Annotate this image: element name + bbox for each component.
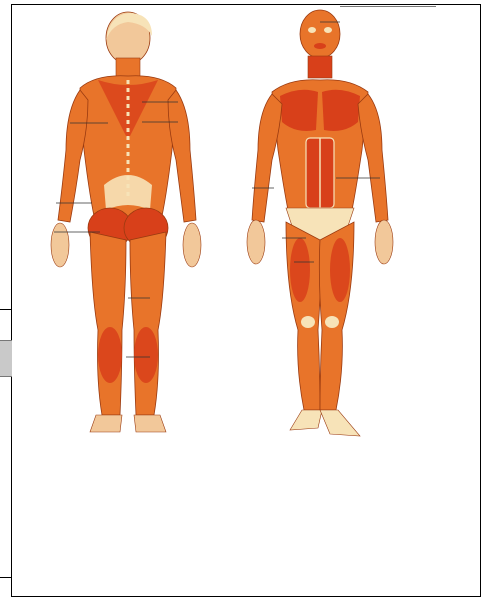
right-pectoral [322, 90, 360, 131]
left-knee [301, 316, 315, 328]
right-knee [325, 316, 339, 328]
front-right-hand [375, 220, 393, 264]
back-left-leg [90, 232, 126, 415]
front-view-figure [247, 10, 393, 436]
left-quadriceps [290, 238, 310, 302]
front-left-foot [290, 410, 322, 430]
front-right-foot [320, 410, 360, 436]
right-quadriceps [330, 238, 350, 302]
mouth [314, 43, 326, 49]
right-calf [134, 327, 158, 383]
back-right-foot [134, 415, 166, 432]
back-right-leg [130, 232, 166, 415]
back-left-arm [58, 90, 88, 222]
back-right-hand [183, 223, 201, 267]
front-neck [308, 56, 332, 78]
back-left-foot [90, 415, 122, 432]
right-eye [324, 27, 332, 33]
front-left-arm [252, 94, 282, 222]
left-eye [308, 27, 316, 33]
back-neck [116, 58, 140, 78]
back-view-figure [51, 12, 201, 432]
back-left-hand [51, 223, 69, 267]
front-left-hand [247, 220, 265, 264]
front-head [300, 10, 340, 58]
left-pectoral [280, 90, 318, 131]
front-right-arm [358, 94, 388, 222]
left-calf [98, 327, 122, 383]
back-right-arm [168, 90, 196, 222]
